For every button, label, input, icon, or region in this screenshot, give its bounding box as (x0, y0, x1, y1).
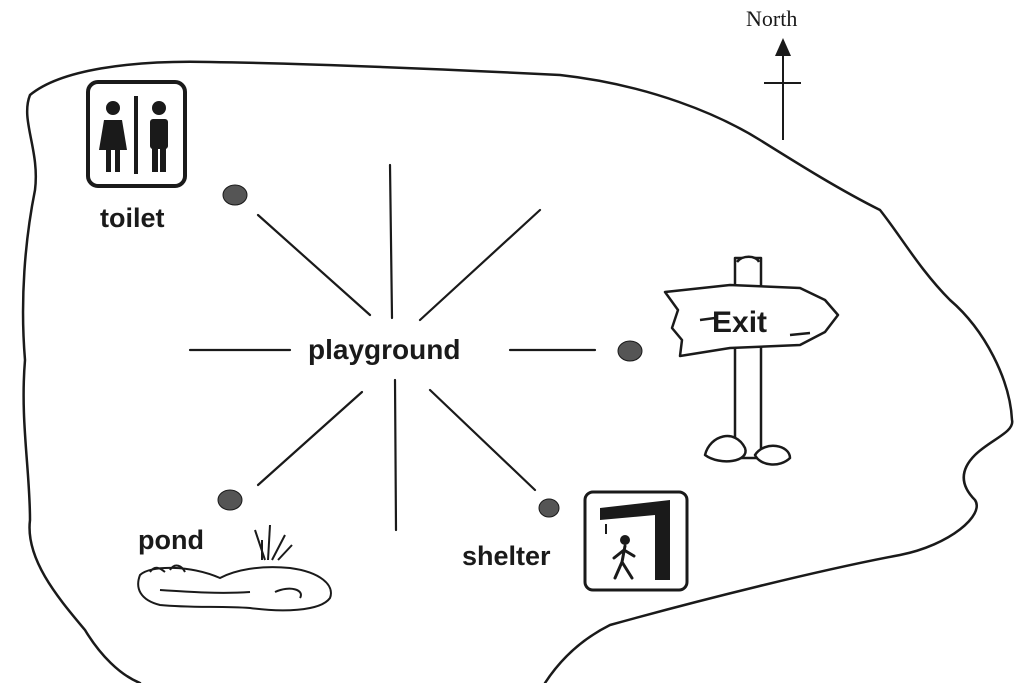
line-southeast (428, 388, 537, 492)
place-label-toilet: toilet (100, 203, 165, 233)
toilet-sign-icon (86, 80, 187, 188)
line-southwest (256, 390, 364, 487)
place-label-exit: Exit (712, 306, 768, 339)
line-northwest (256, 213, 372, 317)
pond-dot (217, 489, 243, 511)
compass-label: North (746, 6, 798, 31)
radial-lines (188, 163, 597, 532)
shelter-sign-icon (583, 490, 689, 592)
shelter-dot (538, 498, 560, 518)
pond-icon (137, 524, 332, 612)
exit-dot (617, 340, 643, 362)
exit-signpost-icon (663, 255, 840, 466)
line-south (393, 378, 398, 532)
line-northeast (418, 208, 542, 322)
center-label-playground: playground (308, 334, 461, 365)
north-arrow-icon (764, 38, 801, 140)
line-north (388, 163, 394, 320)
toilet-dot (222, 184, 248, 206)
park-boundary (21, 60, 1014, 683)
place-label-shelter: shelter (462, 541, 551, 571)
place-label-pond: pond (138, 525, 204, 555)
